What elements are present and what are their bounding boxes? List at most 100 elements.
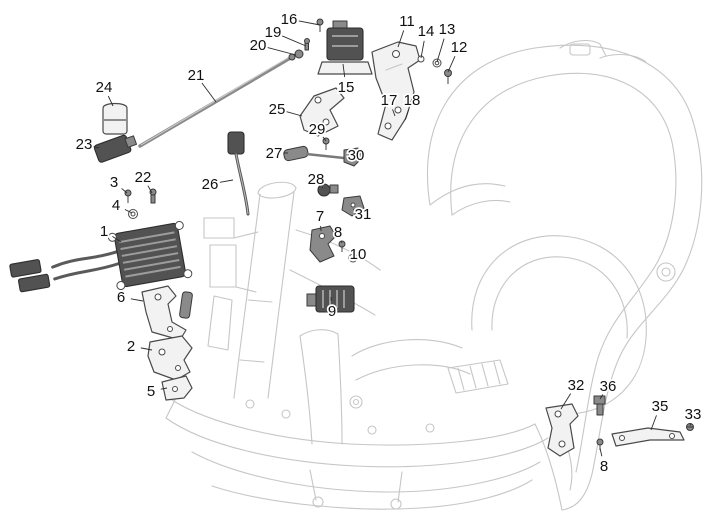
part-22-bolt	[149, 188, 157, 204]
part-number-label: 6	[117, 289, 125, 306]
part-number-label: 14	[418, 23, 435, 40]
part-number-label: 21	[188, 67, 205, 84]
part-number-label: 30	[348, 147, 365, 164]
leader-line	[121, 188, 128, 194]
part-number-label: 5	[147, 383, 155, 400]
part-28-sensor	[317, 183, 339, 197]
leader-line	[436, 38, 445, 63]
part-9-relay	[306, 285, 355, 313]
part-26-cable-sensor	[227, 131, 250, 216]
part-23-connector	[93, 134, 138, 163]
leader-line	[124, 209, 133, 214]
part-number-label: 8	[334, 224, 342, 241]
leader-line	[219, 179, 234, 183]
leader-line	[147, 185, 153, 194]
part-number-label: 20	[250, 37, 267, 54]
part-number-label: 24	[96, 79, 113, 96]
leader-line	[340, 241, 343, 244]
leader-line	[420, 40, 425, 59]
part-8b-screw	[596, 438, 604, 450]
part-number-label: 15	[338, 79, 355, 96]
part-31-bracket	[341, 195, 365, 217]
part-number-label: 7	[316, 208, 324, 225]
part-number-label: 11	[399, 13, 415, 30]
part-number-label: 26	[202, 176, 219, 193]
part-8-screw	[338, 240, 346, 252]
part-number-label: 3	[110, 174, 118, 191]
part-35-bracket	[611, 427, 685, 447]
part-6-bracket	[141, 285, 193, 341]
part-number-label: 18	[404, 92, 421, 109]
part-number-label: 27	[266, 145, 283, 162]
part-number-label: 19	[265, 24, 282, 41]
leader-line	[599, 447, 603, 457]
part-number-label: 1	[100, 223, 108, 240]
parts-art	[9, 18, 694, 457]
leader-line	[346, 156, 350, 159]
leader-line	[560, 393, 572, 410]
part-27-sensor	[283, 145, 309, 162]
part-29-screw	[322, 137, 330, 150]
leader-line	[140, 347, 153, 351]
part-1-voltage-regulator	[9, 220, 193, 293]
part-13-washer	[432, 58, 442, 68]
part-19-screw	[304, 38, 310, 51]
leader-line	[650, 415, 657, 431]
part-number-label: 36	[600, 378, 617, 395]
part-3-screw	[124, 189, 132, 203]
part-25-bracket	[299, 87, 345, 137]
leader-line	[267, 47, 297, 56]
leader-line	[404, 109, 410, 121]
part-number-label: 16	[281, 11, 298, 28]
part-number-label: 28	[308, 171, 325, 188]
part-5-plate	[161, 375, 193, 401]
leader-line	[130, 298, 144, 302]
leader-line	[322, 136, 327, 142]
leader-line	[599, 394, 604, 400]
leader-line	[282, 35, 307, 47]
part-21-rod	[138, 53, 296, 148]
leader-line	[342, 63, 346, 78]
part-2-bracket	[147, 335, 193, 381]
leader-line	[107, 95, 114, 107]
part-number-label: 13	[439, 21, 456, 38]
part-4-washer	[128, 209, 138, 219]
leader-line	[349, 257, 354, 261]
leader-line	[286, 111, 303, 117]
part-15-relay	[317, 20, 373, 75]
part-16-screw	[316, 18, 324, 32]
part-33-screw	[686, 423, 694, 431]
part-number-label: 23	[76, 136, 93, 153]
leader-line	[93, 146, 100, 149]
part-number-label: 17	[381, 92, 398, 109]
leader-line	[298, 20, 321, 26]
part-number-label: 8	[600, 458, 608, 475]
part-number-label: 2	[127, 338, 135, 355]
part-number-label: 33	[685, 406, 702, 423]
part-number-label: 29	[309, 121, 326, 138]
part-24-cylinder	[102, 102, 128, 135]
part-number-label: 32	[568, 377, 585, 394]
leader-line	[201, 82, 217, 103]
scooter-frame-art	[165, 39, 703, 511]
part-11-bracket	[371, 41, 421, 141]
part-number-label: 22	[135, 169, 152, 186]
leader-line	[112, 236, 122, 243]
part-number-label: 31	[355, 206, 372, 223]
part-number-label: 25	[269, 101, 286, 118]
part-12-screw	[444, 69, 452, 84]
part-30-bracket	[305, 147, 363, 167]
part-number-label: 4	[112, 197, 120, 214]
part-20-fitting	[294, 49, 304, 59]
part-number-label: 9	[328, 303, 336, 320]
leader-line	[447, 55, 456, 73]
leader-line	[160, 387, 168, 390]
part-number-label: 12	[451, 39, 468, 56]
part-number-label: 35	[652, 398, 669, 415]
leader-line	[689, 423, 692, 427]
leader-line	[397, 30, 405, 48]
leader-line	[352, 208, 355, 210]
